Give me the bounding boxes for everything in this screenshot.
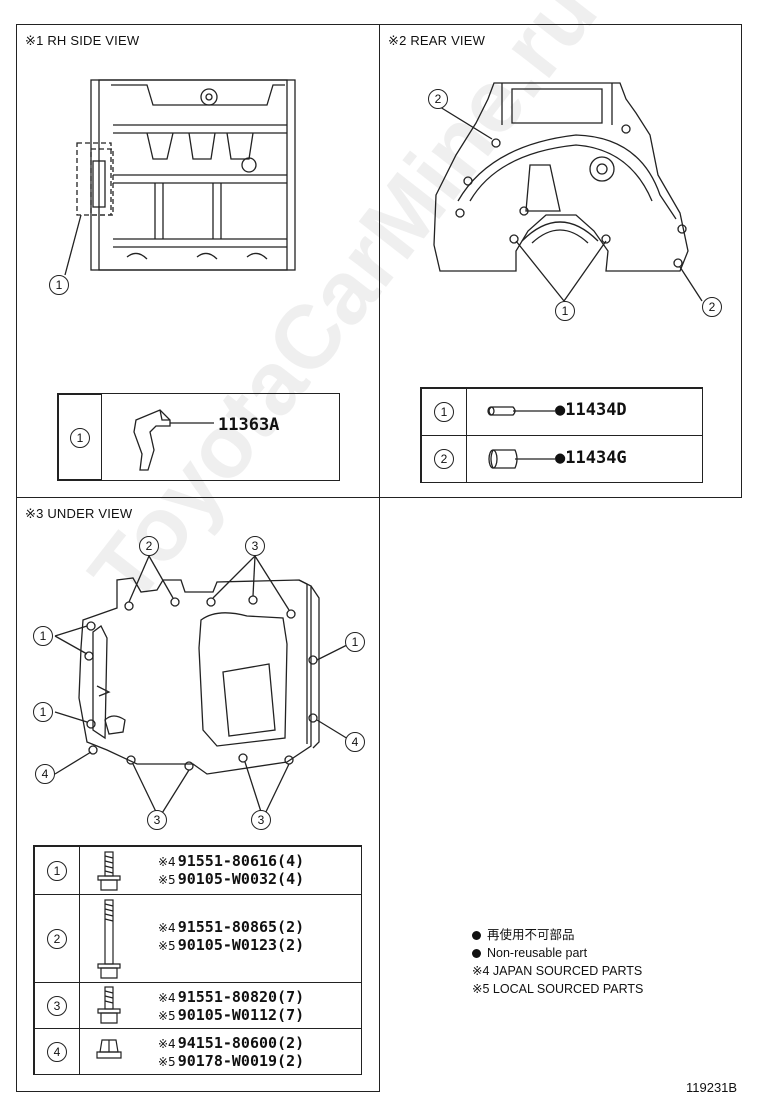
flange-bolt-icon [97, 986, 121, 1024]
non-reusable-dot: ● [555, 448, 566, 468]
table-ref-cell: 3 [34, 982, 80, 1029]
local-sourced-mark: ※5 [158, 1055, 176, 1069]
part-number-text: 11434D [565, 400, 627, 420]
rear-view-drawing [433, 82, 703, 302]
table-ref-2: 2 [47, 929, 67, 949]
callout-1: 1 [33, 626, 53, 646]
non-reusable-dot-icon [472, 931, 481, 941]
local-part-number: 90105-W0123(2) [177, 936, 305, 954]
knock-pin-icon [487, 406, 555, 416]
table-ref-cell: 2 [421, 435, 467, 483]
part-number-11434d: ●11434D [555, 400, 627, 420]
local-part-number: 90178-W0019(2) [177, 1052, 305, 1070]
legend-non-reusable-jp: 再使用不可部品 [472, 926, 643, 944]
part-number-text: 11434G [565, 448, 627, 468]
callout-2: 2 [139, 536, 159, 556]
part-number-11363a: 11363A [218, 415, 280, 435]
part-number-11434g: ●11434G [555, 448, 627, 468]
japan-sourced-mark: ※4 [158, 855, 176, 869]
callout-1: 1 [555, 301, 575, 321]
callout-3: 3 [147, 810, 167, 830]
local-sourced-mark: ※5 [158, 939, 176, 953]
long-flange-bolt-icon [97, 899, 121, 979]
flange-bolt-icon [97, 851, 121, 891]
japan-sourced-mark: ※4 [158, 1037, 176, 1051]
figure-number: 119231B [686, 1080, 738, 1095]
table-ref-cell: 4 [34, 1028, 80, 1075]
table-ref-cell: 1 [58, 394, 102, 480]
local-part-number: 90105-W0032(4) [177, 870, 305, 888]
under-view-drawing [54, 555, 354, 819]
oil-nozzle-bracket-icon [133, 409, 214, 471]
table-ref-1: 1 [47, 861, 67, 881]
table-ref-cell: 2 [34, 894, 80, 983]
table-ref-cell: 1 [421, 388, 467, 436]
callout-2: 2 [702, 297, 722, 317]
knock-pin-icon [488, 449, 555, 469]
callout-4: 4 [35, 764, 55, 784]
japan-part-number: 91551-80865(2) [177, 918, 305, 936]
japan-part-number: 91551-80820(7) [177, 988, 305, 1006]
flange-nut-icon [96, 1039, 122, 1059]
legend-note-4: ※4 JAPAN SOURCED PARTS [472, 964, 643, 978]
table-ref-3: 3 [47, 996, 67, 1016]
table-ref-cell: 1 [34, 846, 80, 895]
japan-part-number: 91551-80616(4) [177, 852, 305, 870]
under-view-title: ※3 UNDER VIEW [25, 506, 133, 521]
callout-2: 2 [428, 89, 448, 109]
non-reusable-dot-icon [472, 949, 481, 959]
rh-side-parts-table: 1 11363A [57, 393, 340, 481]
table-part-cell [466, 435, 703, 483]
japan-sourced-mark: ※4 [158, 921, 176, 935]
table-ref-2: 2 [434, 449, 454, 469]
rear-view-panel: ※2 REAR VIEW 2 1 [379, 24, 742, 498]
rh-side-view-title: ※1 RH SIDE VIEW [25, 33, 140, 48]
table-ref-1: 1 [70, 428, 90, 448]
rear-view-title: ※2 REAR VIEW [388, 33, 486, 48]
legend-note-5: ※5 LOCAL SOURCED PARTS [472, 982, 644, 996]
under-view-panel: ※3 UNDER VIEW [16, 497, 380, 1092]
under-parts-table: 1 2 3 4 [33, 845, 362, 1075]
callout-1: 1 [345, 632, 365, 652]
non-reusable-dot: ● [555, 400, 566, 420]
local-sourced-mark: ※5 [158, 1009, 176, 1023]
callout-4: 4 [345, 732, 365, 752]
table-ref-4: 4 [47, 1042, 67, 1062]
table-ref-1: 1 [434, 402, 454, 422]
rh-side-view-drawing [64, 79, 296, 276]
table-part-cell [79, 1028, 362, 1075]
callout-3: 3 [245, 536, 265, 556]
callout-1: 1 [49, 275, 69, 295]
japan-part-number: 94151-80600(2) [177, 1034, 305, 1052]
legend-non-reusable-en: Non-reusable part [472, 944, 643, 962]
japan-sourced-mark: ※4 [158, 991, 176, 1005]
callout-3: 3 [251, 810, 271, 830]
rear-parts-table: 1 2 ●11434D ●11434G [420, 387, 703, 483]
local-part-number: 90105-W0112(7) [177, 1006, 305, 1024]
legend: 再使用不可部品 Non-reusable part ※4 JAPAN SOURC… [472, 926, 643, 998]
rh-side-view-panel: ※1 RH SIDE VIEW 1 [16, 24, 380, 498]
local-sourced-mark: ※5 [158, 873, 176, 887]
callout-1: 1 [33, 702, 53, 722]
